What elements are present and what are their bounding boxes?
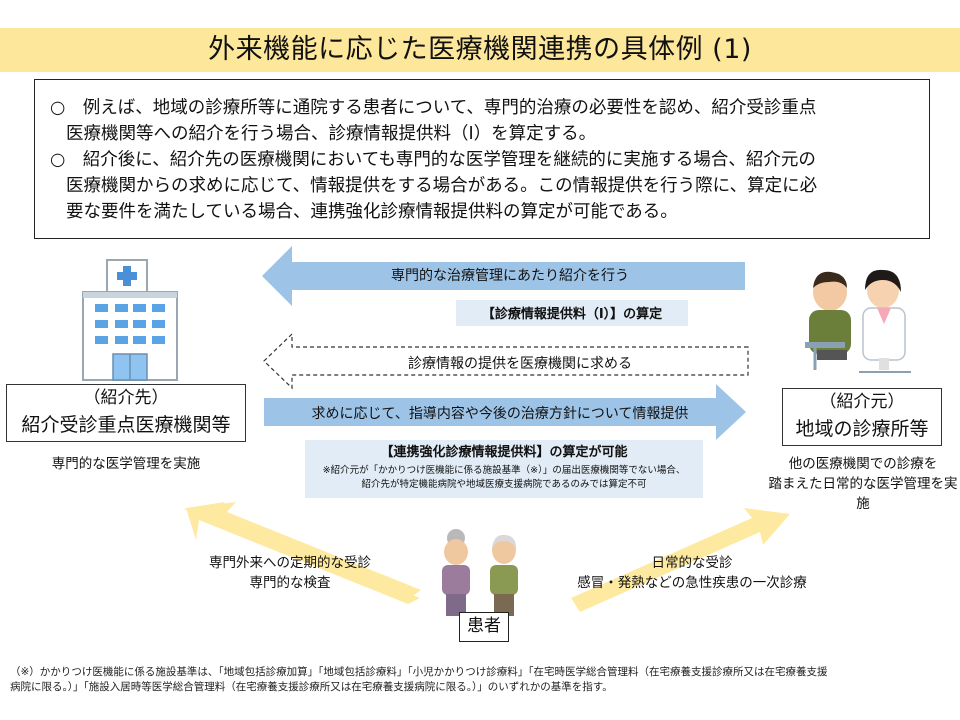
patient-to-specialist-arrow bbox=[183, 502, 421, 598]
footnote-line-1: （※）かかりつけ医機能に係る施設基準は、「地域包括診療加算」「地域包括診療料」「… bbox=[10, 666, 828, 678]
page-title: 外来機能に応じた医療機関連携の具体例 (1) bbox=[208, 34, 752, 65]
referral-destination-box: （紹介先） 紹介受診重点医療機関等 bbox=[6, 384, 246, 442]
summary-line: 医療機関からの求めに応じて、情報提供をする場合がある。この情報提供を行う際に、算… bbox=[66, 176, 818, 196]
collab-fee-box: 【連携強化診療情報提供料】の算定が可能 ※紹介元が「かかりつけ医機能に係る施設基… bbox=[305, 440, 703, 498]
referral-destination-paren: （紹介先） bbox=[83, 388, 169, 408]
referral-source-paren: （紹介元） bbox=[819, 392, 905, 412]
patient-to-clinic-arrow bbox=[571, 508, 790, 612]
title-banner bbox=[0, 28, 960, 72]
request-arrow bbox=[263, 332, 749, 390]
referral-destination-note: 専門的な医学管理を実施 bbox=[51, 456, 201, 472]
elderly-patients-illustration bbox=[442, 529, 518, 616]
provide-arrow-label: 求めに応じて、指導内容や今後の治療方針について情報提供 bbox=[311, 406, 689, 422]
referral-source-note-2: 踏まえた日常的な医学管理を実施 bbox=[768, 476, 958, 512]
request-arrow-label: 診療情報の提供を医療機関に求める bbox=[408, 356, 632, 372]
specialist-visit-label-2: 専門的な検査 bbox=[249, 575, 331, 591]
routine-visit-label-1: 日常的な受診 bbox=[651, 555, 733, 571]
summary-box bbox=[34, 79, 930, 239]
summary-line: ○ 例えば、地域の診療所等に通院する患者について、専門的治療の必要性を認め、紹介… bbox=[50, 98, 817, 118]
footnote: （※）かかりつけ医機能に係る施設基準は、「地域包括診療加算」「地域包括診療料」「… bbox=[10, 665, 950, 695]
doctor-patient-illustration bbox=[805, 269, 911, 373]
summary-line: 医療機関等への紹介を行う場合、診療情報提供料（Ⅰ）を算定する。 bbox=[66, 124, 597, 144]
specialist-visit-label-1: 専門外来への定期的な受診 bbox=[209, 555, 371, 571]
provide-arrow bbox=[264, 384, 746, 440]
info-fee-box: 【診療情報提供料（Ⅰ）】の算定 bbox=[456, 300, 688, 326]
routine-visit-label-2: 感冒・発熱などの急性疾患の一次診療 bbox=[577, 575, 807, 591]
referral-arrow bbox=[262, 246, 745, 306]
patient-label: 患者 bbox=[459, 612, 509, 642]
referral-source-box: （紹介元） 地域の診療所等 bbox=[782, 388, 942, 446]
collab-fee-note-1: ※紹介元が「かかりつけ医機能に係る施設基準（※）」の届出医療機関等でない場合、 bbox=[322, 465, 686, 476]
summary-line: 要な要件を満たしている場合、連携強化診療情報提供料の算定が可能である。 bbox=[66, 202, 678, 222]
referral-source-name: 地域の診療所等 bbox=[795, 418, 929, 440]
referral-arrow-label: 専門的な治療管理にあたり紹介を行う bbox=[391, 268, 629, 284]
collab-fee-title: 【連携強化診療情報提供料】の算定が可能 bbox=[380, 445, 628, 460]
referral-source-note-1: 他の医療機関での診療を bbox=[788, 456, 938, 472]
referral-destination-name: 紹介受診重点医療機関等 bbox=[21, 414, 231, 436]
hospital-icon bbox=[82, 259, 178, 381]
footnote-line-2: 病院に限る。）」「施設入居時等医学総合管理料（在宅療養支援診療所又は在宅療養支援… bbox=[10, 681, 613, 693]
collab-fee-note-2: 紹介先が特定機能病院や地域医療支援病院であるのみでは算定不可 bbox=[361, 479, 647, 490]
info-fee-label: 【診療情報提供料（Ⅰ）】の算定 bbox=[481, 307, 663, 322]
summary-line: ○ 紹介後に、紹介先の医療機関においても専門的な医学管理を継続的に実施する場合、… bbox=[50, 150, 816, 170]
